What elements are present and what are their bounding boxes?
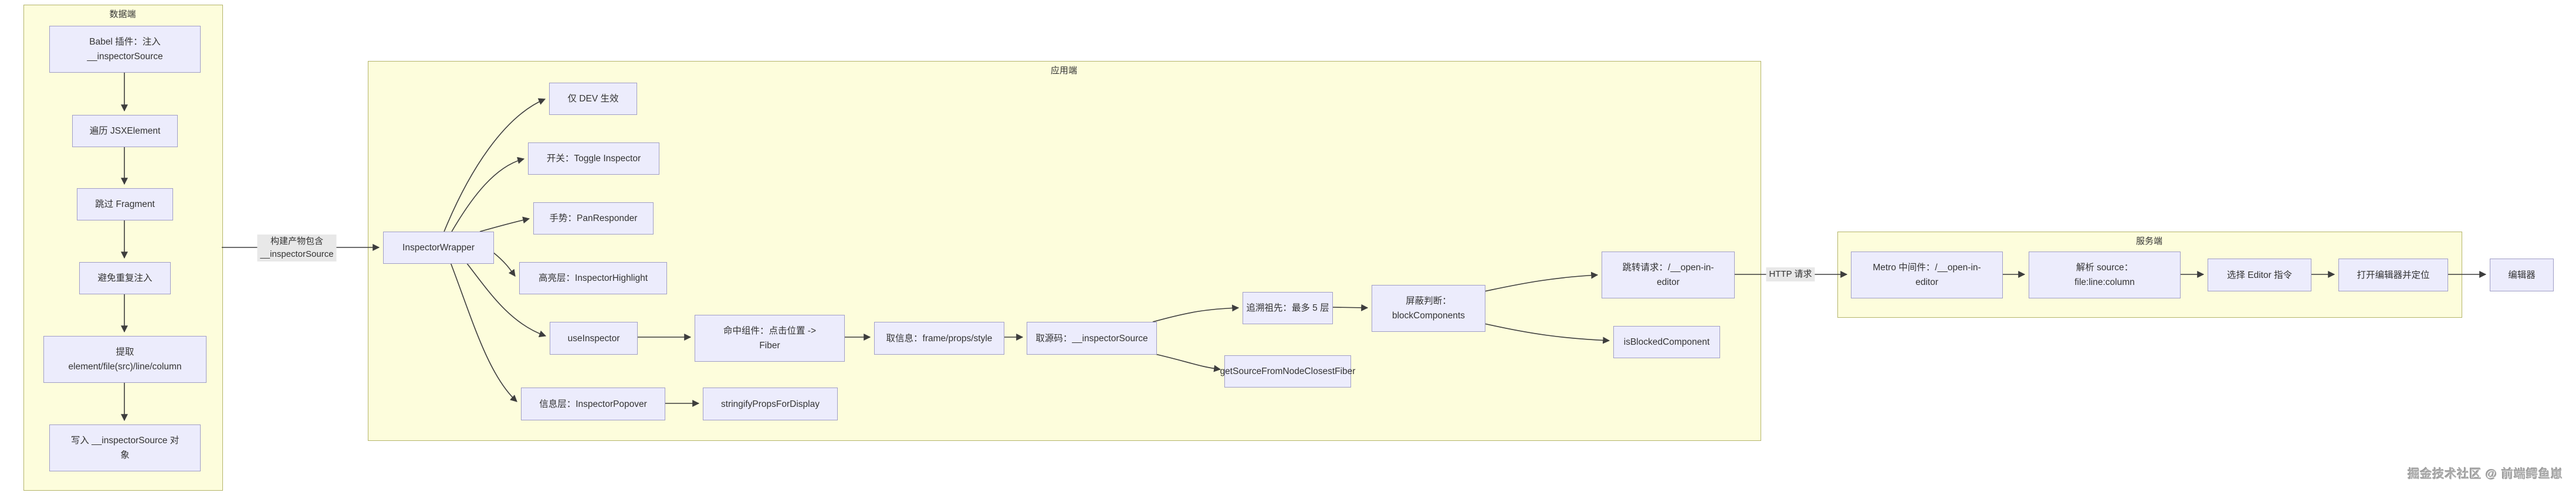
edge-label-jump_request-metro: HTTP 请求 — [1766, 267, 1815, 281]
cluster-data — [23, 5, 223, 491]
flow-node-parse_source: 解析 source： file:line:column — [2029, 252, 2181, 298]
flow-node-popover: 信息层：InspectorPopover — [521, 388, 665, 420]
flow-node-highlight: 高亮层：InspectorHighlight — [519, 262, 667, 294]
flow-edge-wrapper-dev_only — [444, 98, 546, 232]
flow-edge-wrapper-popover — [450, 262, 517, 402]
cluster-label-app: 应用端 — [1050, 66, 1077, 76]
flow-node-closest_fiber: getSourceFromNodeClosestFiber — [1220, 355, 1355, 388]
flow-node-traverse: 遍历 JSXElement — [72, 115, 178, 147]
flow-edge-wrapper-highlight — [492, 252, 516, 277]
flow-edge-block_judge-jump_request — [1484, 271, 1599, 292]
cluster-app — [368, 61, 1761, 441]
flow-node-block_judge: 屏蔽判断： blockComponents — [1372, 285, 1485, 332]
edge-label-data_group-wrapper: 构建产物包含 __inspectorSource — [257, 235, 337, 261]
cluster-label-data: 数据端 — [109, 9, 136, 19]
flow-node-avoid_dup: 避免重复注入 — [79, 262, 171, 294]
flow-edge-block_judge-is_blocked — [1484, 323, 1610, 344]
flow-node-toggle: 开关：Toggle Inspector — [528, 142, 659, 175]
flow-node-write_source: 写入 __inspectorSource 对 象 — [49, 424, 201, 471]
flow-node-jump_request: 跳转请求：/__open-in- editor — [1602, 252, 1735, 298]
flow-node-get_source: 取源码：__inspectorSource — [1027, 322, 1157, 355]
flow-node-editor: 编辑器 — [2490, 259, 2554, 291]
cluster-label-server: 服务端 — [2135, 236, 2162, 246]
flow-node-stringify: stringifyPropsForDisplay — [703, 388, 838, 420]
flow-node-gesture: 手势：PanResponder — [533, 202, 654, 235]
flow-edge-wrapper-gesture — [479, 216, 530, 232]
flow-node-get_info: 取信息：frame/props/style — [874, 322, 1004, 355]
flow-node-is_blocked: isBlockedComponent — [1613, 326, 1720, 358]
flow-node-dev_only: 仅 DEV 生效 — [549, 83, 637, 115]
flow-node-skip_fragment: 跳过 Fragment — [77, 188, 173, 220]
flow-node-wrapper: InspectorWrapper — [383, 232, 494, 264]
flow-node-ancestors: 追溯祖先：最多 5 层 — [1243, 292, 1333, 324]
flow-node-choose_editor: 选择 Editor 指令 — [2208, 259, 2311, 291]
flow-edge-ancestors-block_judge — [1331, 304, 1369, 311]
flow-node-open_editor: 打开编辑器并定位 — [2338, 259, 2448, 291]
flow-node-extract: 提取 element/file(src)/line/column — [43, 336, 207, 383]
flow-edge-wrapper-use_inspector — [466, 262, 547, 338]
flow-node-use_inspector: useInspector — [550, 322, 638, 355]
watermark: 掘金技术社区 @ 前端鳄鱼崽 — [2408, 468, 2563, 481]
flow-node-metro: Metro 中间件：/__open-in- editor — [1851, 252, 2003, 298]
flow-edge-wrapper-toggle — [451, 157, 525, 232]
flow-edge-get_source-ancestors — [1152, 304, 1240, 322]
flow-node-hit: 命中组件：点击位置 -> Fiber — [695, 315, 845, 362]
flow-node-babel: Babel 插件：注入 __inspectorSource — [49, 26, 201, 73]
flow-edge-get_source-closest_fiber — [1152, 353, 1221, 372]
